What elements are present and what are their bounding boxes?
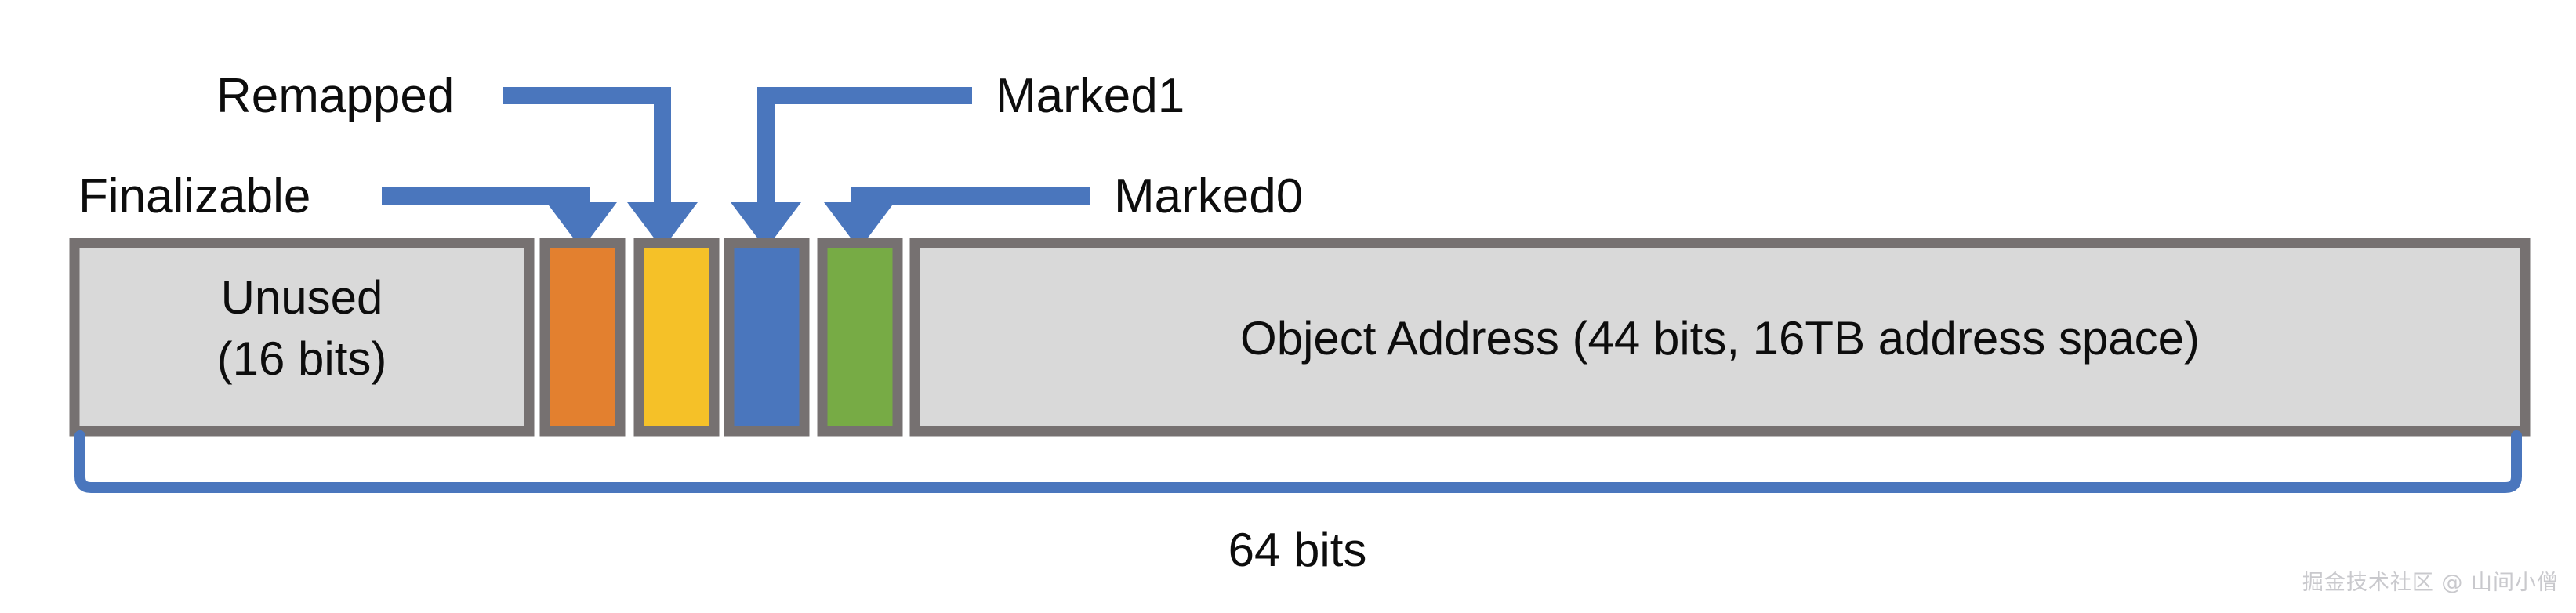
callout-label-marked0: Marked0	[1114, 169, 1303, 223]
segment-object-address: Object Address (44 bits, 16TB address sp…	[909, 238, 2531, 437]
segment-object-address-label: Object Address (44 bits, 16TB address sp…	[1240, 312, 2200, 365]
callout-remapped-leader	[503, 87, 698, 249]
bit-box-orange-rect	[539, 238, 626, 437]
segment-unused-line2: (16 bits)	[217, 332, 387, 385]
segment-bit-box-orange	[539, 238, 626, 437]
bit-field-bar: Unused (16 bits) Object Addre	[69, 238, 2531, 437]
callout-marked1-leader	[731, 87, 972, 249]
arrow-head-marked0	[824, 202, 894, 249]
segment-unused-line1: Unused	[221, 271, 383, 324]
segment-unused: Unused (16 bits)	[69, 238, 535, 437]
callout-marked0-leader	[824, 187, 1090, 249]
callout-label-marked1: Marked1	[996, 69, 1185, 123]
segment-bit-box-yellow	[633, 238, 720, 437]
callout-label-finalizable: Finalizable	[78, 169, 310, 223]
callout-finalizable-leader	[382, 187, 617, 249]
callout-leaders	[382, 87, 1090, 249]
total-width-brace	[74, 430, 2522, 493]
segment-bit-box-green	[817, 238, 903, 437]
segment-object-address-rect	[909, 238, 2531, 437]
bit-box-yellow-rect	[633, 238, 720, 437]
callout-label-remapped: Remapped	[216, 69, 454, 123]
arrow-head-marked1	[731, 202, 801, 249]
bit-box-blue-rect	[724, 238, 810, 437]
segment-bit-box-blue	[724, 238, 810, 437]
segment-unused-rect	[69, 238, 535, 437]
bit-box-green-rect	[817, 238, 903, 437]
arrow-head-finalizable	[546, 202, 617, 249]
total-width-label: 64 bits	[1228, 524, 1367, 576]
arrow-head-remapped	[627, 202, 698, 249]
watermark-text: 掘金技术社区 @ 山间小僧	[2302, 571, 2559, 595]
